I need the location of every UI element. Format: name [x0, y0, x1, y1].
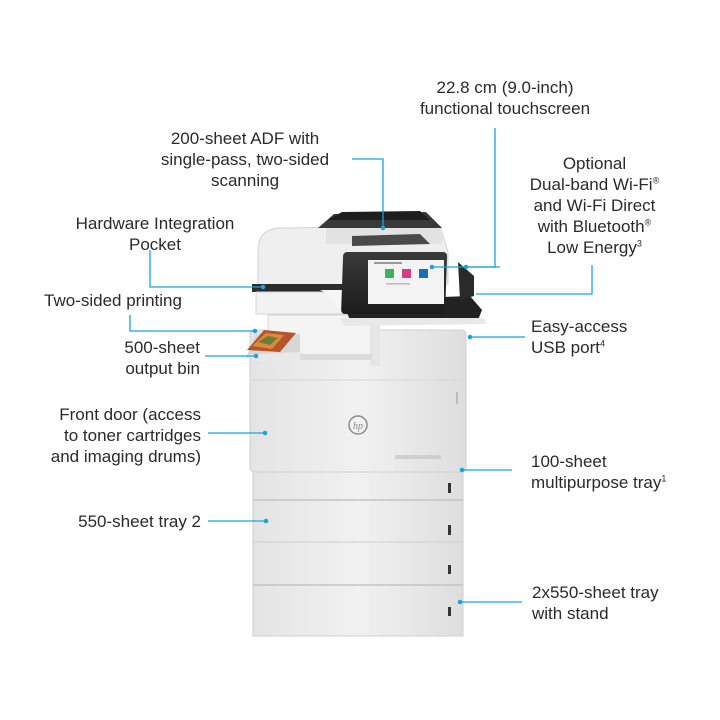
- callout-stand-line2: with stand: [532, 604, 609, 623]
- callout-tray2: 550-sheet tray 2: [20, 511, 201, 532]
- callout-hip: Hardware Integration Pocket: [60, 213, 250, 255]
- leader-wifi-2: [476, 265, 593, 295]
- callout-wifi-line4-sup: ®: [644, 217, 652, 228]
- callout-front-door-line2: to toner cartridges: [63, 426, 201, 445]
- callout-wifi-line4: with Bluetooth: [537, 217, 645, 236]
- callout-stand-line1: 2x550-sheet tray: [532, 583, 659, 602]
- callout-wifi-line2-sup: ®: [652, 175, 660, 186]
- leader-duplex: [129, 315, 255, 332]
- hp-logo: hp: [348, 415, 368, 435]
- callout-usb-line2: USB port: [531, 338, 600, 357]
- callout-front-door-line1: Front door (access: [59, 405, 201, 424]
- callout-touchscreen: 22.8 cm (9.0-inch) functional touchscree…: [400, 77, 610, 119]
- callout-touchscreen-line2: functional touchscreen: [419, 99, 591, 118]
- callout-duplex: Two-sided printing: [44, 290, 182, 311]
- callout-front-door-line3: and imaging drums): [50, 447, 201, 466]
- callout-mp-tray-line2-sup: 1: [661, 473, 667, 484]
- callout-adf-line3: scanning: [210, 171, 280, 190]
- leader-adf: [352, 158, 384, 228]
- callout-output-bin-line1: 500-sheet: [124, 338, 200, 357]
- callout-usb-line1: Easy-access: [531, 317, 628, 336]
- printer-trays: [252, 469, 464, 543]
- callout-mp-tray: 100-sheet multipurpose tray1: [531, 451, 666, 493]
- callout-output-bin-line2: output bin: [125, 359, 200, 378]
- callout-hip-line2: Pocket: [129, 235, 181, 254]
- hp-logo-text: hp: [353, 421, 363, 432]
- callout-duplex-line1: Two-sided printing: [44, 291, 182, 310]
- callout-adf-line1: 200-sheet ADF with: [170, 129, 320, 148]
- callout-wifi-line5: Low Energy: [547, 238, 637, 257]
- callout-mp-tray-line2: multipurpose tray: [531, 473, 662, 492]
- callout-touchscreen-line1: 22.8 cm (9.0-inch): [436, 78, 574, 97]
- callout-wifi-line2: Dual-band Wi-Fi: [529, 175, 653, 194]
- callout-stand: 2x550-sheet tray with stand: [532, 582, 659, 624]
- printer-front-door: [249, 329, 467, 473]
- callout-tray2-line1: 550-sheet tray 2: [78, 512, 201, 531]
- callout-front-door: Front door (access to toner cartridges a…: [10, 404, 201, 467]
- callout-wifi: Optional Dual-band Wi-Fi® and Wi-Fi Dire…: [502, 153, 687, 258]
- callout-adf-line2: single-pass, two-sided: [160, 150, 330, 169]
- callout-hip-line1: Hardware Integration: [75, 214, 235, 233]
- callout-adf: 200-sheet ADF with single-pass, two-side…: [140, 128, 350, 191]
- control-panel: [340, 252, 486, 326]
- callout-wifi-line5-sup: 3: [636, 238, 642, 249]
- leader-hip: [149, 250, 263, 288]
- callout-wifi-line3: and Wi-Fi Direct: [533, 196, 656, 215]
- callout-usb: Easy-access USB port4: [531, 316, 627, 358]
- callout-usb-line2-sup: 4: [599, 338, 605, 349]
- callout-mp-tray-line1: 100-sheet: [531, 452, 607, 471]
- output-bin: [244, 314, 380, 366]
- printer-stand: [252, 539, 464, 637]
- leader-lines: [129, 128, 593, 605]
- callout-wifi-line1: Optional: [562, 154, 627, 173]
- adf-unit: [318, 211, 442, 246]
- callout-output-bin: 500-sheet output bin: [90, 337, 200, 379]
